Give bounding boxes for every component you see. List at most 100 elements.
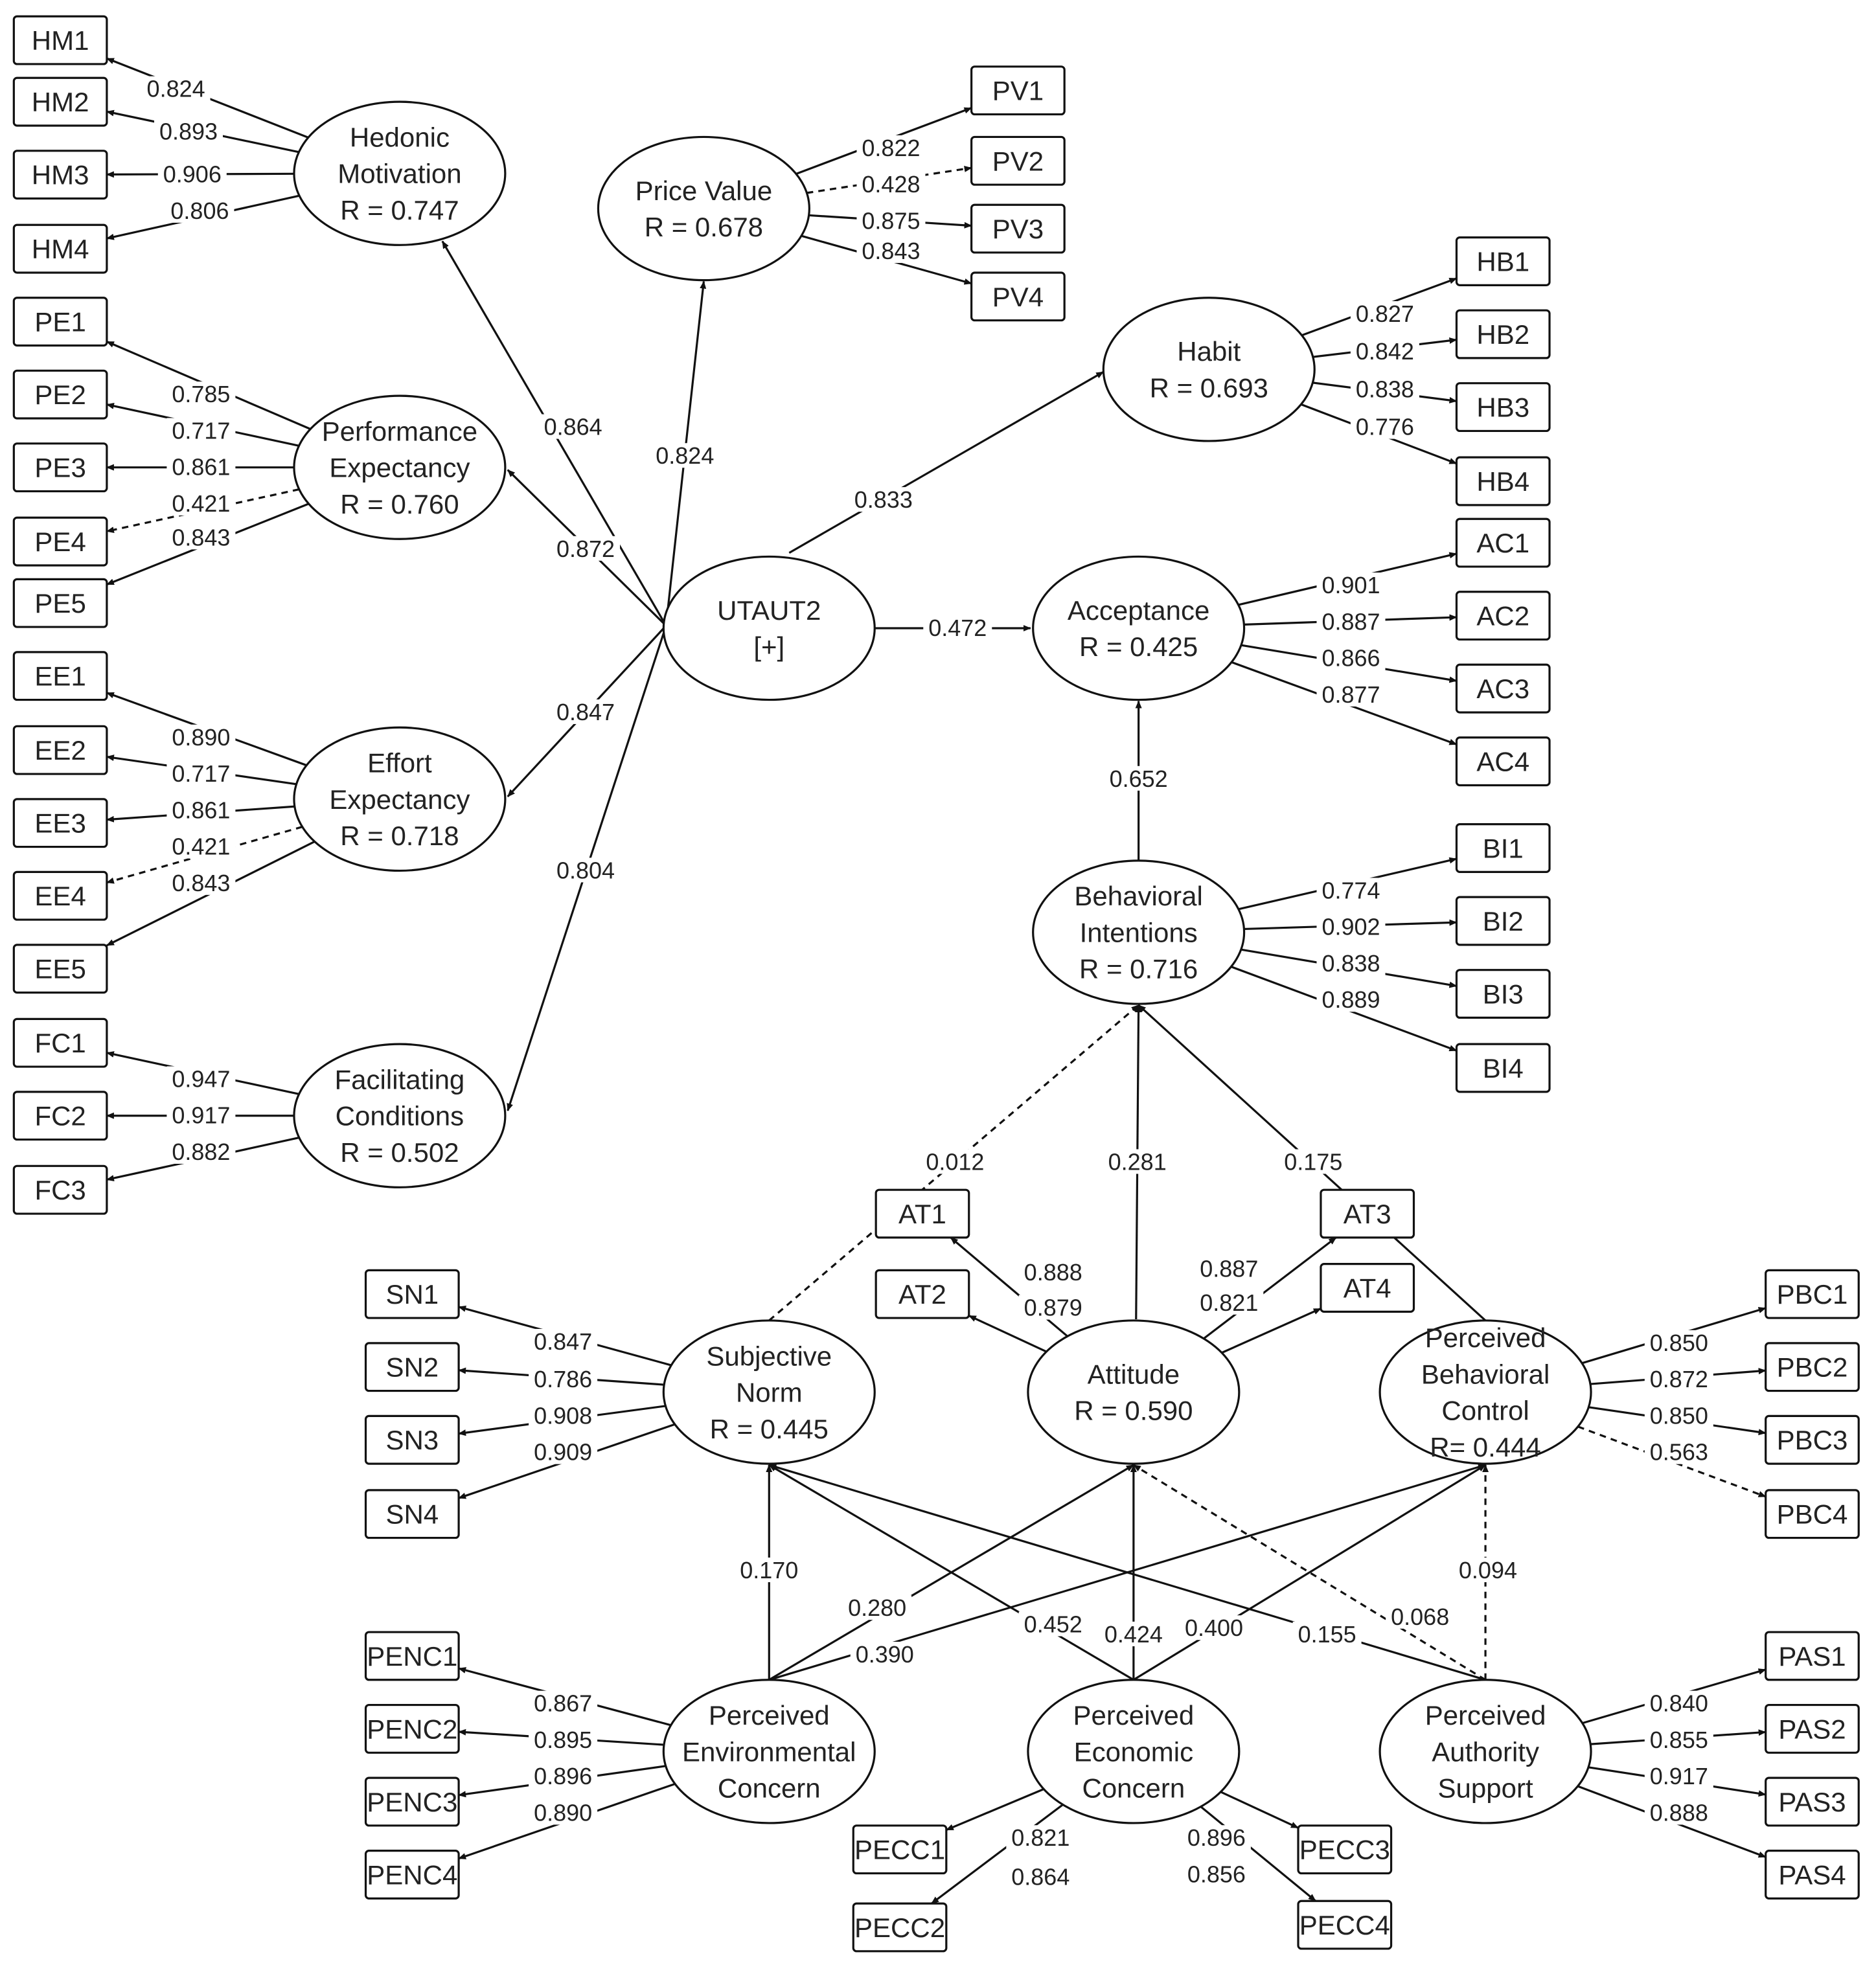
indicator-ac4[interactable]: AC4 [1455,736,1551,787]
indicator-pv2[interactable]: PV2 [970,135,1066,186]
indicator-pecc2[interactable]: PECC2 [852,1902,948,1953]
indicator-fc3[interactable]: FC3 [12,1164,108,1215]
indicator-text-sn2: SN2 [385,1352,439,1383]
indicator-pecc3[interactable]: PECC3 [1297,1824,1393,1875]
loading-edge-pecc3 [1220,1791,1299,1829]
indicator-at3[interactable]: AT3 [1320,1188,1415,1239]
indicator-pecc1[interactable]: PECC1 [852,1824,948,1875]
indicator-hm1[interactable]: HM1 [12,15,108,65]
indicator-pbc1[interactable]: PBC1 [1765,1269,1860,1319]
indicator-pe5[interactable]: PE5 [12,578,108,628]
indicator-penc3[interactable]: PENC3 [364,1776,460,1827]
indicator-pecc4[interactable]: PECC4 [1297,1900,1393,1950]
indicator-box-pe3 [12,442,108,493]
indicator-hb1[interactable]: HB1 [1455,236,1551,286]
indicator-bi2[interactable]: BI2 [1455,896,1551,946]
loading-label-pbc4-bg [1644,1439,1713,1464]
indicator-pe3[interactable]: PE3 [12,442,108,493]
indicator-penc4[interactable]: PENC4 [364,1850,460,1900]
indicator-pe4[interactable]: PE4 [12,516,108,567]
indicator-box-bi2 [1455,896,1551,946]
indicator-text-ee3: EE3 [34,808,86,839]
indicator-pbc4[interactable]: PBC4 [1765,1489,1860,1539]
indicator-pas3[interactable]: PAS3 [1765,1776,1860,1827]
indicator-pv4[interactable]: PV4 [970,271,1066,322]
labels-layer: 0.8240.8930.9060.8060.7850.7170.8610.421… [141,76,1713,1890]
indicator-ee4[interactable]: EE4 [12,870,108,921]
indicator-bi4[interactable]: BI4 [1455,1043,1551,1093]
indicator-sn4[interactable]: SN4 [364,1489,460,1539]
indicator-at1[interactable]: AT1 [875,1188,970,1239]
indicator-at2[interactable]: AT2 [875,1269,970,1319]
indicator-pv3[interactable]: PV3 [970,203,1066,254]
indicator-pe1[interactable]: PE1 [12,297,108,347]
indicator-hb2[interactable]: HB2 [1455,309,1551,359]
path-label-sn-to-bi: 0.012 [926,1149,984,1175]
loading-label-hm2: 0.893 [159,119,218,145]
indicator-box-pe5 [12,578,108,628]
latent-ellipse-bi [1032,859,1246,1005]
indicator-bi1[interactable]: BI1 [1455,823,1551,873]
indicator-ac1[interactable]: AC1 [1455,517,1551,568]
indicator-pbc3[interactable]: PBC3 [1765,1414,1860,1465]
loading-label-bi4: 0.889 [1321,986,1380,1013]
indicator-fc1[interactable]: FC1 [12,1017,108,1068]
indicator-ee3[interactable]: EE3 [12,798,108,848]
indicator-sn2[interactable]: SN2 [364,1342,460,1392]
indicator-ac2[interactable]: AC2 [1455,591,1551,641]
indicator-penc2[interactable]: PENC2 [364,1703,460,1754]
indicator-pas2[interactable]: PAS2 [1765,1703,1860,1754]
indicator-hm2[interactable]: HM2 [12,76,108,127]
path-edge-pecc-to-pbc [1133,1464,1486,1681]
indicator-box-pecc4 [1297,1900,1393,1950]
indicator-pe2[interactable]: PE2 [12,369,108,420]
loading-label-ee2-bg [166,761,236,786]
indicator-at4[interactable]: AT4 [1320,1263,1415,1313]
latent-ut[interactable]: UTAUT2[+] [662,555,876,701]
indicator-hm4[interactable]: HM4 [12,223,108,274]
indicator-fc2[interactable]: FC2 [12,1091,108,1141]
path-label-ut-to-ac: 0.472 [928,615,987,641]
loading-label-penc2-bg [529,1727,598,1752]
indicator-box-hb2 [1455,309,1551,359]
latent-text-pbc-2: Control [1441,1396,1529,1426]
indicator-ee5[interactable]: EE5 [12,944,108,994]
indicator-text-ac3: AC3 [1476,674,1529,704]
indicator-ee1[interactable]: EE1 [12,651,108,701]
loading-label-hb4: 0.776 [1356,414,1414,440]
indicator-bi3[interactable]: BI3 [1455,969,1551,1019]
indicator-hb4[interactable]: HB4 [1455,456,1551,506]
indicator-ac3[interactable]: AC3 [1455,663,1551,714]
indicator-sn3[interactable]: SN3 [364,1414,460,1465]
indicator-text-bi4: BI4 [1483,1053,1524,1083]
latent-text-ut-0: UTAUT2 [717,595,821,626]
indicator-pv1[interactable]: PV1 [970,65,1066,116]
indicator-ee2[interactable]: EE2 [12,725,108,775]
loading-edge-at3 [1203,1236,1337,1340]
indicator-box-at1 [875,1188,970,1239]
loading-label-fc2-bg [166,1102,236,1128]
indicator-pas4[interactable]: PAS4 [1765,1850,1860,1900]
indicator-hm3[interactable]: HM3 [12,150,108,200]
indicator-pas1[interactable]: PAS1 [1765,1631,1860,1681]
latent-ellipse-fc [293,1043,507,1188]
indicator-hb3[interactable]: HB3 [1455,382,1551,433]
loading-label-pecc3: 0.896 [1187,1824,1246,1851]
indicator-penc1[interactable]: PENC1 [364,1631,460,1681]
indicator-pbc2[interactable]: PBC2 [1765,1342,1860,1392]
indicator-sn1[interactable]: SN1 [364,1269,460,1319]
